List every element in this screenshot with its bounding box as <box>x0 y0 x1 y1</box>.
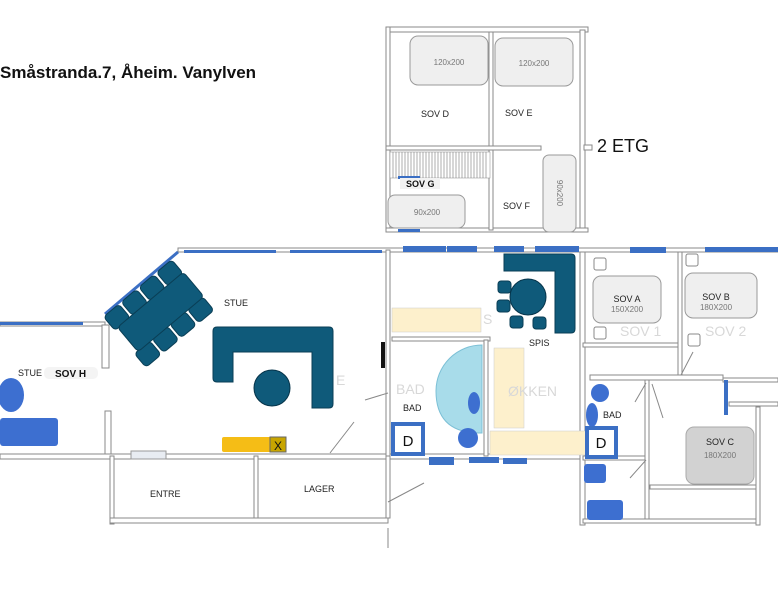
faint-label: SOV 2 <box>705 323 746 339</box>
stairs <box>389 151 491 179</box>
faint-label: E <box>336 372 345 388</box>
drain-label: D <box>403 433 414 450</box>
room-label-sov-h: SOV H <box>55 369 86 380</box>
stove <box>269 436 287 453</box>
faint-label: SOV 1 <box>620 323 661 339</box>
sofa <box>212 326 334 409</box>
first-floor-walls <box>0 246 778 548</box>
bed-size-label: 180X200 <box>700 303 733 312</box>
bed-size-label: 150X200 <box>611 305 644 314</box>
plan-title: Småstranda.7, Åheim. Vanylven <box>0 63 256 82</box>
chairs <box>496 280 547 330</box>
floor-label: 2 ETG <box>597 136 649 156</box>
corner-sofa <box>503 253 576 334</box>
bed-size-label: 90x200 <box>555 180 564 207</box>
room-label-sov-c: SOV C <box>706 437 735 447</box>
dining-table <box>104 260 213 367</box>
shower <box>435 344 483 434</box>
bedrooms: SOV A 150X200 SOV B 180X200 SOV 1 SOV 2 … <box>584 253 758 520</box>
drain <box>391 422 425 456</box>
bed-sov-d <box>409 35 489 86</box>
room-label-entre: ENTRE <box>150 489 181 499</box>
room-label-stue: STUE <box>224 298 248 308</box>
room-label-spis: SPIS <box>529 338 550 348</box>
bed-sov-g <box>387 194 466 229</box>
bed-sov-h <box>0 418 58 446</box>
bed-size-label: 90x200 <box>414 208 441 217</box>
room-label-sov-d: SOV D <box>421 109 450 119</box>
kitchen-bath: S ØKKEN SPIS BAD BAD D <box>391 253 588 456</box>
counter <box>222 437 272 452</box>
bed-sov-f <box>542 154 577 233</box>
room-label-stue-left: STUE <box>18 368 42 378</box>
room-label-bad-right: BAD <box>603 410 622 420</box>
faint-label-kitchen: ØKKEN <box>508 383 557 399</box>
second-floor: 120x200 120x200 90x200 90x200 SOV D SOV … <box>385 26 649 233</box>
room-label-lager: LAGER <box>304 484 335 494</box>
bed-size-label: 120x200 <box>434 58 465 67</box>
room-label-bad: BAD <box>403 403 422 413</box>
room-label-sov-a: SOV A <box>613 294 640 304</box>
bed-size-label: 180X200 <box>704 451 737 460</box>
drain-label: D <box>596 435 607 452</box>
room-label-sov-e: SOV E <box>505 108 533 118</box>
faint-label: BAD <box>396 381 425 397</box>
room-label-sov-f: SOV F <box>503 201 531 211</box>
bed-size-label: 120x200 <box>519 59 550 68</box>
room-label-sov-g: SOV G <box>406 179 435 189</box>
living-area: X STUE STUE SOV H E ENTRE LAGER <box>0 260 345 499</box>
stove-label: X <box>274 439 282 453</box>
drain <box>585 426 618 459</box>
dining-table-round <box>509 278 547 316</box>
ottoman <box>253 369 291 407</box>
bed-sov-e <box>494 37 574 87</box>
faint-label: S <box>483 311 492 327</box>
room-label-sov-b: SOV B <box>702 292 730 302</box>
